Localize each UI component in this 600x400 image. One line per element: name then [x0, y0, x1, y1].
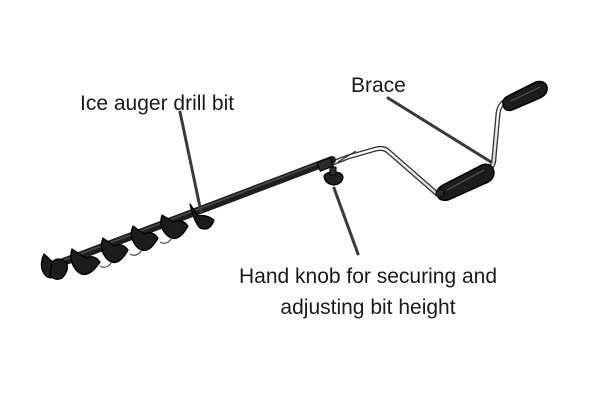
pointer-lines [178, 96, 493, 256]
top-handle [502, 80, 548, 112]
pointer-hand-knob [332, 186, 360, 256]
pointer-drill-bit [178, 110, 203, 214]
hand-knob [323, 166, 344, 186]
pointer-brace [386, 96, 493, 164]
label-hand-knob: Hand knob for securing and adjusting bit… [212, 261, 524, 323]
drill-bit-flights [40, 203, 215, 280]
label-hand-knob-line-1: Hand knob for securing and [239, 265, 497, 288]
label-brace: Brace [351, 74, 406, 97]
crank-grip [435, 163, 495, 202]
label-hand-knob-line-2: adjusting bit height [280, 296, 456, 319]
label-ice-auger-drill-bit: Ice auger drill bit [80, 92, 235, 115]
